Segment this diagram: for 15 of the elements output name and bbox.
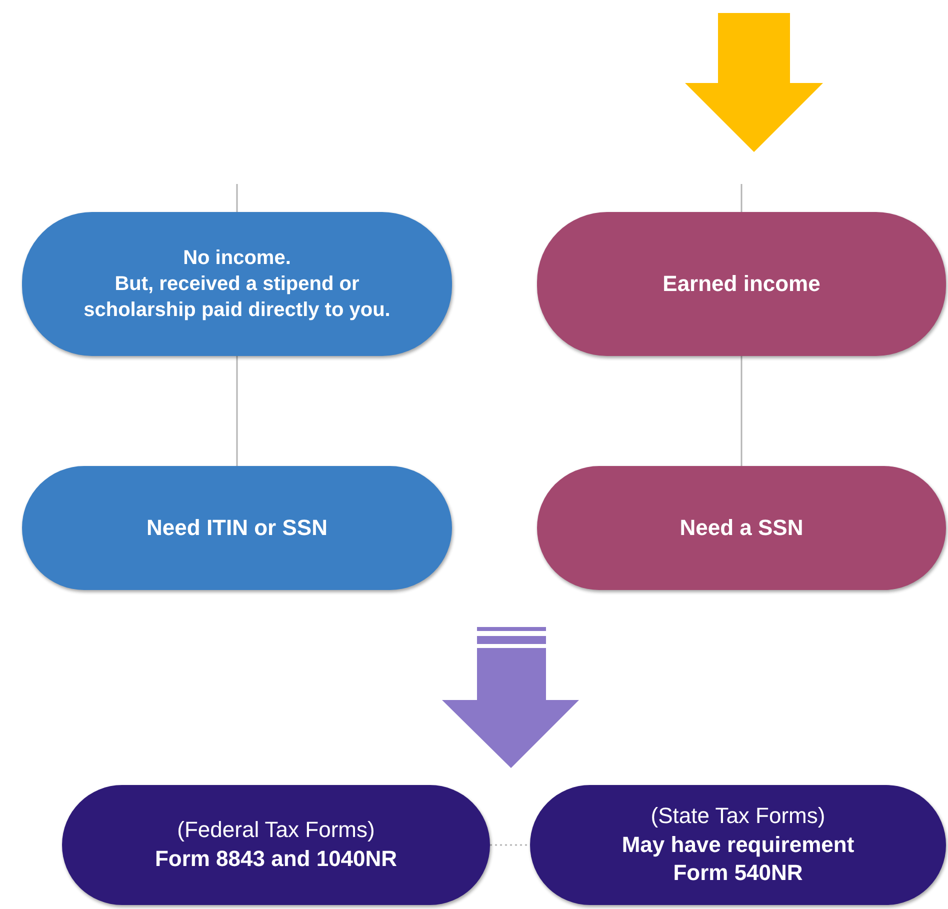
box-text: Earned income xyxy=(662,270,820,298)
box-text: No income. xyxy=(183,246,291,271)
box-text: Form 8843 and 1040NR xyxy=(154,845,398,873)
connector-line xyxy=(236,184,238,212)
connector-line xyxy=(490,844,530,846)
box-text: Form 540NR xyxy=(673,859,803,888)
box-text: Need ITIN or SSN xyxy=(146,514,328,542)
connector-line xyxy=(740,356,742,466)
connector-line xyxy=(740,184,742,212)
box-text: May have requirement xyxy=(622,830,854,859)
connector-line xyxy=(236,356,238,466)
box-text: Need a SSN xyxy=(680,514,804,542)
box-text: But, received a stipend or scholarship paid directly to you. xyxy=(82,272,392,323)
box-heading: (State Tax Forms) xyxy=(650,802,826,830)
box-heading: (Federal Tax Forms) xyxy=(177,816,375,844)
